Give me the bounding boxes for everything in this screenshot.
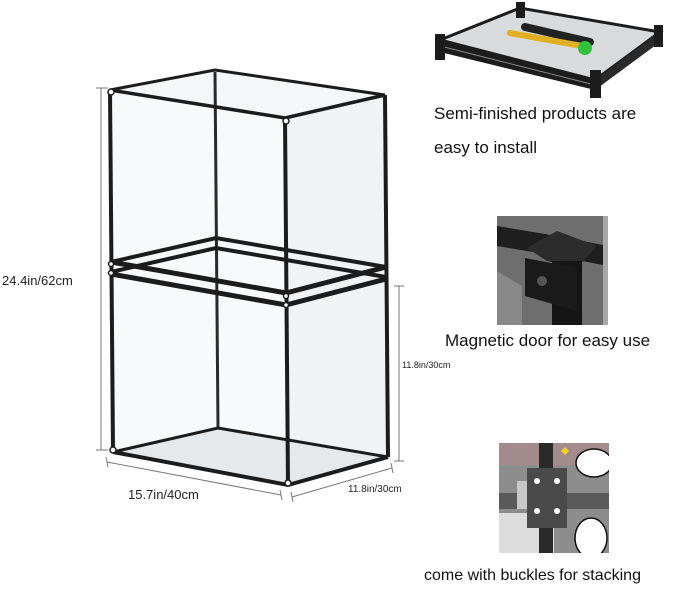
depth-label: 11.8in/30cm: [348, 484, 402, 495]
width-label: 15.7in/40cm: [128, 487, 199, 502]
total-height-label: 24.4in/62cm: [2, 273, 73, 288]
feature-caption-install-line1: Semi-finished products are: [434, 104, 637, 123]
buckle-connector-image: [499, 443, 609, 553]
feature-caption-buckles: come with buckles for stacking: [424, 567, 641, 584]
feature-caption-install-line2: easy to install: [434, 138, 537, 157]
tier-height-label: 11.8in/30cm: [402, 360, 451, 370]
magnetic-corner-image: [497, 216, 608, 325]
cabinet-illustration: [96, 68, 404, 503]
shelf-assembly-image: [430, 0, 666, 100]
feature-caption-magnetic: Magnetic door for easy use: [445, 331, 651, 350]
